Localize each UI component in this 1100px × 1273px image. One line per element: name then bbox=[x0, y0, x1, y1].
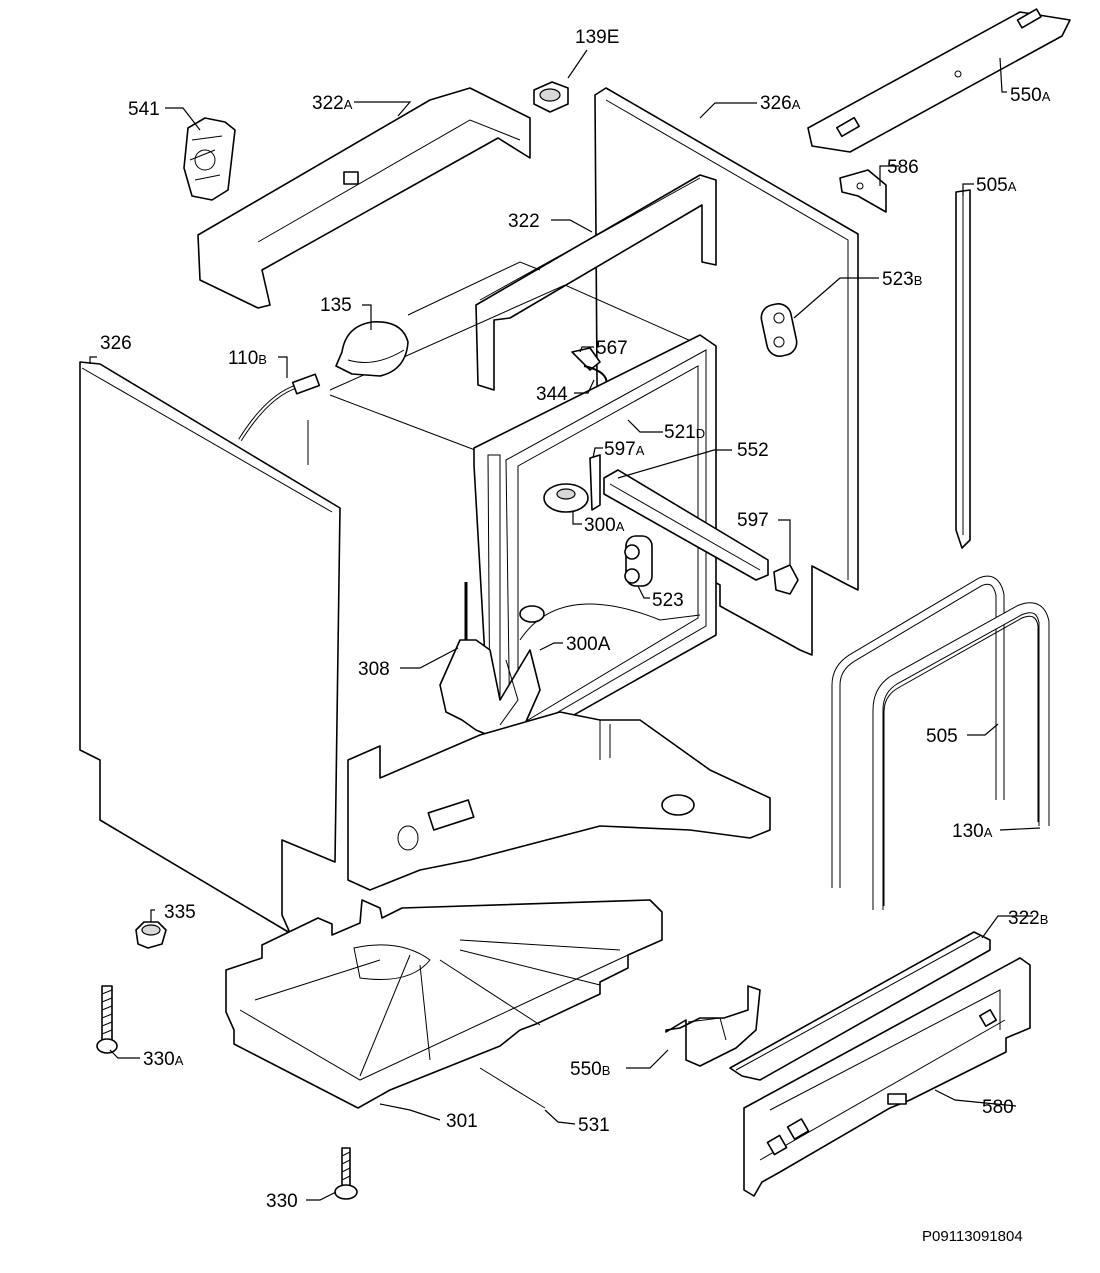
part-322-frame-rail bbox=[475, 174, 717, 391]
callout-326a: 326A bbox=[760, 93, 801, 114]
part-586-bracket bbox=[839, 169, 887, 213]
part-300a-spray-hub bbox=[543, 483, 589, 513]
callout-523: 523 bbox=[652, 590, 684, 611]
callout-300a-upper: 300A bbox=[584, 515, 625, 536]
part-308-hinge bbox=[439, 582, 541, 741]
callout-322: 322 bbox=[508, 211, 540, 232]
part-322b-rail bbox=[729, 931, 991, 1081]
part-330a-screw bbox=[96, 985, 118, 1054]
callout-552: 552 bbox=[737, 440, 769, 461]
callout-344: 344 bbox=[536, 384, 568, 405]
drawing-reference-code: P09113091804 bbox=[922, 1228, 1023, 1245]
callout-523b: 523B bbox=[882, 269, 922, 290]
callout-322a: 322A bbox=[312, 93, 353, 114]
callout-550b: 550B bbox=[570, 1059, 610, 1080]
callout-567: 567 bbox=[596, 338, 628, 359]
part-580-kickplate bbox=[743, 957, 1031, 1197]
part-301-base-tray bbox=[225, 899, 663, 1109]
callout-521d: 521D bbox=[664, 422, 705, 443]
callout-541: 541 bbox=[128, 99, 160, 120]
callout-301: 301 bbox=[446, 1111, 478, 1132]
callout-505: 505 bbox=[926, 726, 958, 747]
part-523b-bushing bbox=[760, 303, 798, 357]
callout-322b: 322B bbox=[1008, 908, 1048, 929]
part-326-side-panel bbox=[79, 361, 341, 934]
callout-550a: 550A bbox=[1010, 85, 1051, 106]
part-330-screw bbox=[334, 1147, 358, 1200]
callout-139e: 139E bbox=[575, 27, 619, 48]
callout-597: 597 bbox=[737, 510, 769, 531]
callout-330: 330 bbox=[266, 1191, 298, 1212]
callout-135: 135 bbox=[320, 295, 352, 316]
callout-330a: 330A bbox=[143, 1049, 184, 1070]
callout-326: 326 bbox=[100, 333, 132, 354]
callout-130a: 130A bbox=[952, 821, 993, 842]
part-552-rail bbox=[603, 469, 769, 581]
callout-308: 308 bbox=[358, 659, 390, 680]
part-550a-bracket bbox=[807, 8, 1071, 153]
part-139e-nut bbox=[533, 81, 569, 113]
leader-lines bbox=[89, 49, 1041, 1201]
callout-505a: 505A bbox=[976, 175, 1017, 196]
part-505-130a-door-seals bbox=[831, 575, 1050, 910]
part-tub-body bbox=[329, 261, 701, 451]
part-base-frame bbox=[347, 711, 771, 891]
callout-531: 531 bbox=[578, 1115, 610, 1136]
part-505a-seal-strip bbox=[955, 189, 971, 549]
callout-597a: 597A bbox=[604, 439, 645, 460]
part-597-clip bbox=[773, 564, 799, 595]
part-110b-hose bbox=[238, 373, 321, 465]
callout-300a-lower: 300A bbox=[566, 634, 611, 655]
callout-335: 335 bbox=[164, 902, 196, 923]
part-531-wire bbox=[479, 1067, 546, 1109]
part-597a-clip bbox=[589, 454, 601, 511]
part-550b-bracket bbox=[665, 985, 761, 1067]
callout-580: 580 bbox=[982, 1097, 1014, 1118]
callout-110b: 110B bbox=[228, 348, 267, 369]
part-322a-rail bbox=[197, 87, 531, 309]
part-335-nut bbox=[135, 921, 167, 949]
part-135-dome bbox=[335, 321, 409, 377]
part-523-double-bushing bbox=[624, 535, 653, 587]
callout-586: 586 bbox=[887, 157, 919, 178]
part-541-clip bbox=[183, 117, 236, 201]
